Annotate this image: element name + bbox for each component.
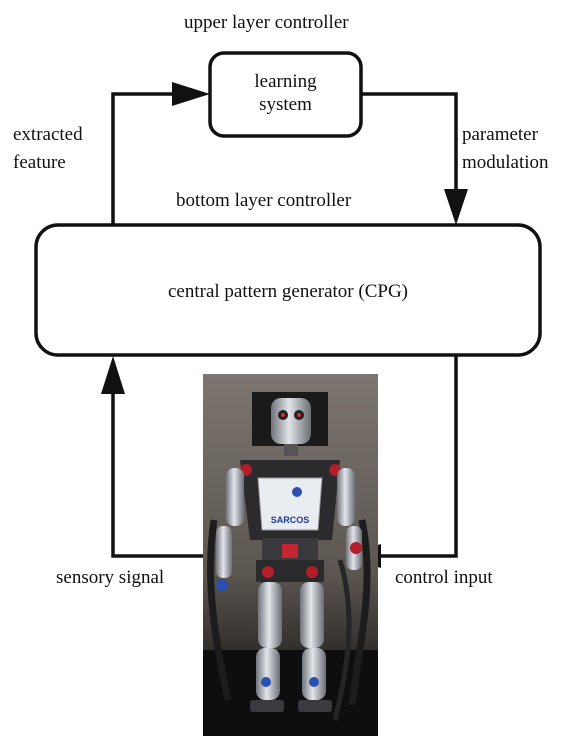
parameter-modulation-line — [361, 92, 458, 192]
parameter-modulation-arrowhead — [444, 189, 468, 225]
extracted-feature-line1: extracted — [13, 124, 83, 145]
parameter-modulation-line1: parameter — [462, 124, 538, 145]
extracted-feature-line2: feature — [13, 152, 66, 173]
learning-system-line1: learning — [254, 71, 317, 92]
upper-layer-label: upper layer controller — [184, 12, 349, 33]
parameter-modulation-line2: modulation — [462, 152, 549, 173]
robot-chest-plate — [257, 477, 323, 531]
robot-head — [271, 398, 311, 444]
control-input-line — [376, 355, 458, 558]
robot-brand-text: SARCOS — [271, 515, 310, 525]
learning-system-line2: system — [259, 94, 312, 115]
extracted-feature-line — [111, 92, 175, 225]
bottom-layer-label: bottom layer controller — [176, 190, 352, 211]
sensory-signal-line — [111, 392, 204, 558]
parameter-modulation-label: parameter modulation — [462, 121, 549, 177]
robot-photo — [203, 374, 378, 736]
cpg-label: central pattern generator (CPG) — [167, 281, 409, 302]
sensory-signal-label: sensory signal — [56, 567, 165, 588]
extracted-feature-label: extracted feature — [13, 121, 83, 177]
sensory-signal-arrowhead — [101, 356, 125, 394]
extracted-feature-arrowhead — [172, 82, 210, 106]
learning-system-label: learning system — [210, 70, 361, 116]
cpg-box — [34, 223, 542, 357]
control-input-label: control input — [395, 567, 493, 588]
